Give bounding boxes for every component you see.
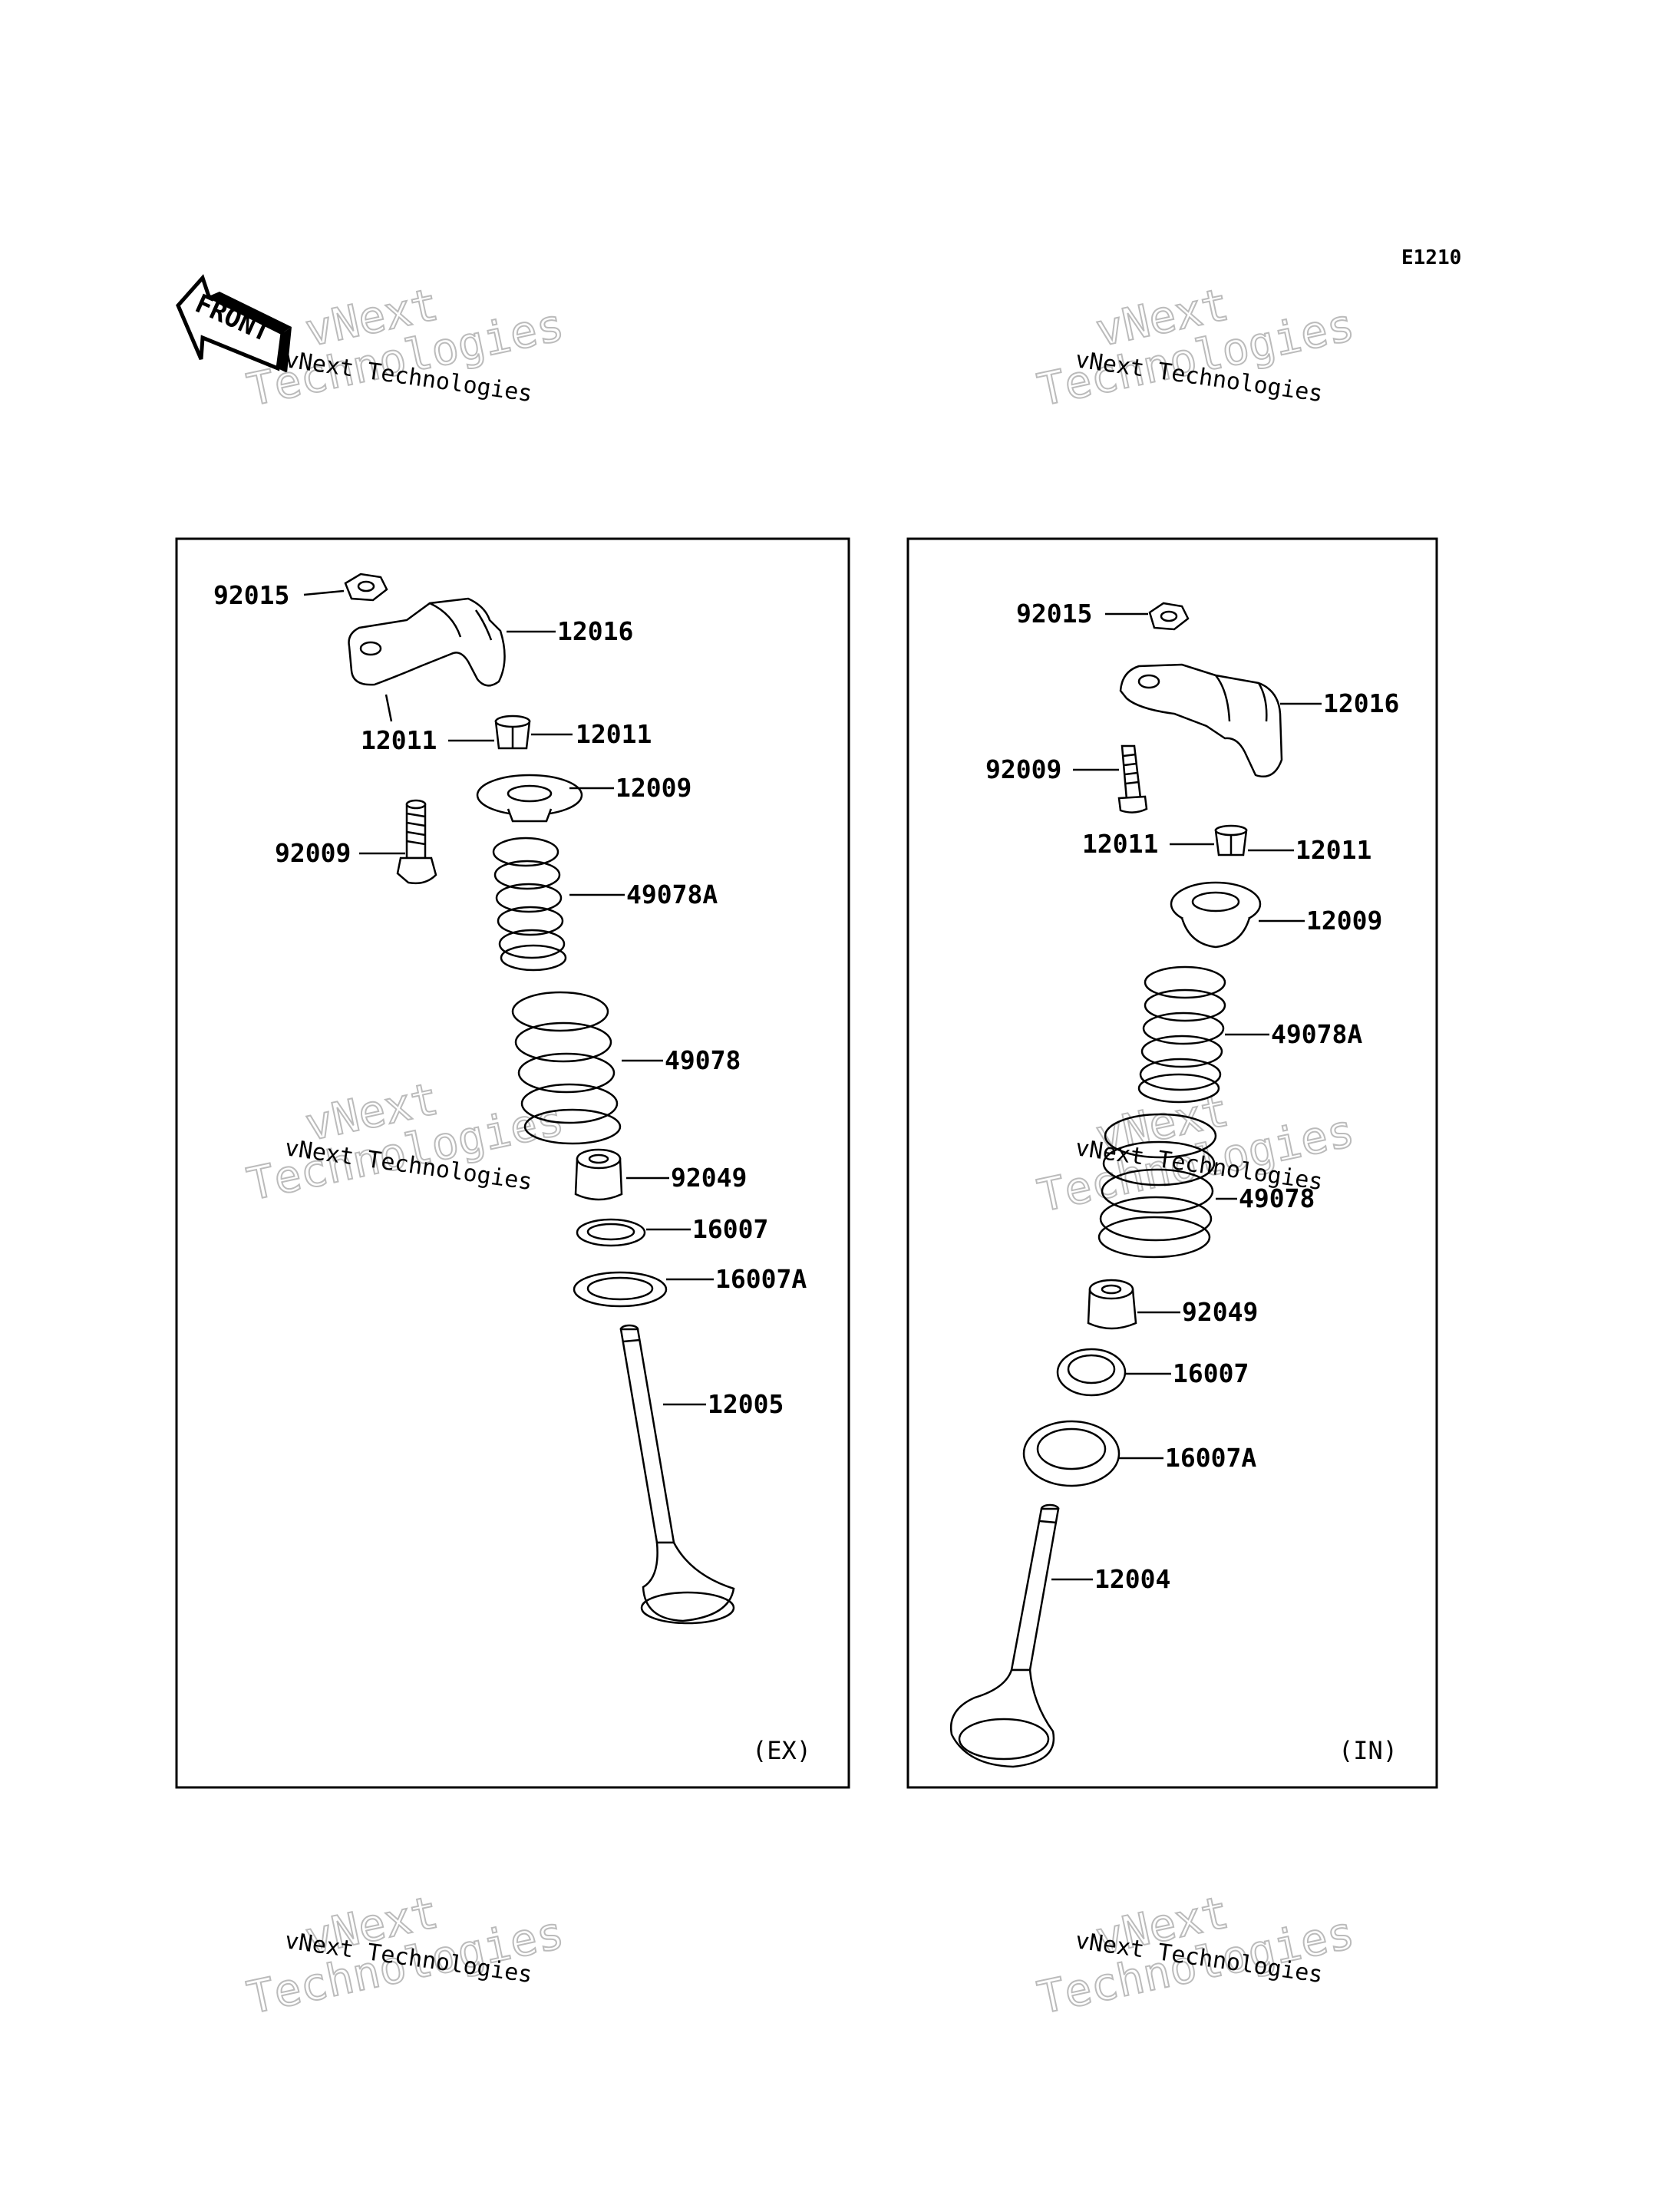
- ex-label-12009: 12009: [616, 773, 691, 803]
- valve-seal-icon: [1087, 1279, 1137, 1330]
- spring-seat-icon: [576, 1218, 646, 1247]
- in-label-12016: 12016: [1323, 688, 1399, 718]
- ex-label-92015: 92015: [213, 580, 289, 610]
- adjuster-screw-icon: [1117, 744, 1148, 814]
- cotter-icon: [494, 715, 531, 750]
- panel-in-tag: (IN): [1338, 1736, 1398, 1765]
- exhaust-valve-icon: [619, 1324, 735, 1625]
- panel-ex-tag: (EX): [752, 1736, 811, 1765]
- ex-label-92009: 92009: [275, 838, 351, 868]
- in-label-12009: 12009: [1306, 906, 1382, 936]
- nut-icon: [1148, 602, 1190, 631]
- spring-seat-outer-icon: [1022, 1420, 1121, 1487]
- ex-label-16007A: 16007A: [715, 1264, 807, 1294]
- inner-spring-icon: [1137, 965, 1226, 1104]
- panel-in: 92015 12016 92009 12011 1: [906, 537, 1438, 1789]
- panel-in-frame: [906, 537, 1438, 1789]
- front-arrow-icon: FRONT: [176, 274, 292, 373]
- intake-valve-icon: [949, 1503, 1060, 1768]
- nut-icon: [344, 573, 388, 602]
- ex-label-16007: 16007: [692, 1214, 768, 1244]
- valve-seal-icon: [574, 1148, 623, 1201]
- ex-label-12011-right: 12011: [576, 719, 652, 749]
- diagram-code: E1210: [1401, 246, 1461, 269]
- in-label-12011-left: 12011: [1082, 829, 1158, 859]
- ex-label-12005: 12005: [708, 1389, 784, 1419]
- rocker-arm-icon: [1119, 663, 1283, 777]
- spring-retainer-icon: [476, 774, 583, 823]
- in-label-49078: 49078: [1239, 1183, 1315, 1213]
- ex-label-49078: 49078: [665, 1045, 741, 1075]
- inner-spring-icon: [492, 837, 567, 972]
- rocker-arm-icon: [348, 597, 506, 687]
- panel-ex-frame: [175, 537, 850, 1789]
- adjuster-screw-icon: [396, 799, 437, 885]
- spring-seat-outer-icon: [573, 1271, 668, 1308]
- spring-seat-icon: [1056, 1348, 1127, 1397]
- in-label-49078A: 49078A: [1271, 1019, 1362, 1049]
- outer-spring-icon: [1097, 1113, 1217, 1259]
- in-label-92049: 92049: [1182, 1297, 1258, 1327]
- ex-label-12011-left: 12011: [361, 725, 437, 755]
- in-label-92009: 92009: [985, 754, 1061, 784]
- in-label-92015: 92015: [1016, 599, 1092, 629]
- ex-label-49078A: 49078A: [626, 880, 718, 909]
- ex-label-12016: 12016: [557, 616, 633, 646]
- in-label-16007A: 16007A: [1165, 1443, 1256, 1473]
- cotter-icon: [1214, 824, 1248, 856]
- in-label-12011-right: 12011: [1295, 835, 1371, 865]
- in-label-12004: 12004: [1094, 1564, 1170, 1594]
- spring-retainer-icon: [1170, 881, 1262, 949]
- panel-ex: 92015 12016 12011 12011 12009: [175, 537, 850, 1789]
- ex-label-92049: 92049: [671, 1163, 747, 1193]
- outer-spring-icon: [511, 991, 622, 1145]
- in-label-16007: 16007: [1173, 1358, 1249, 1388]
